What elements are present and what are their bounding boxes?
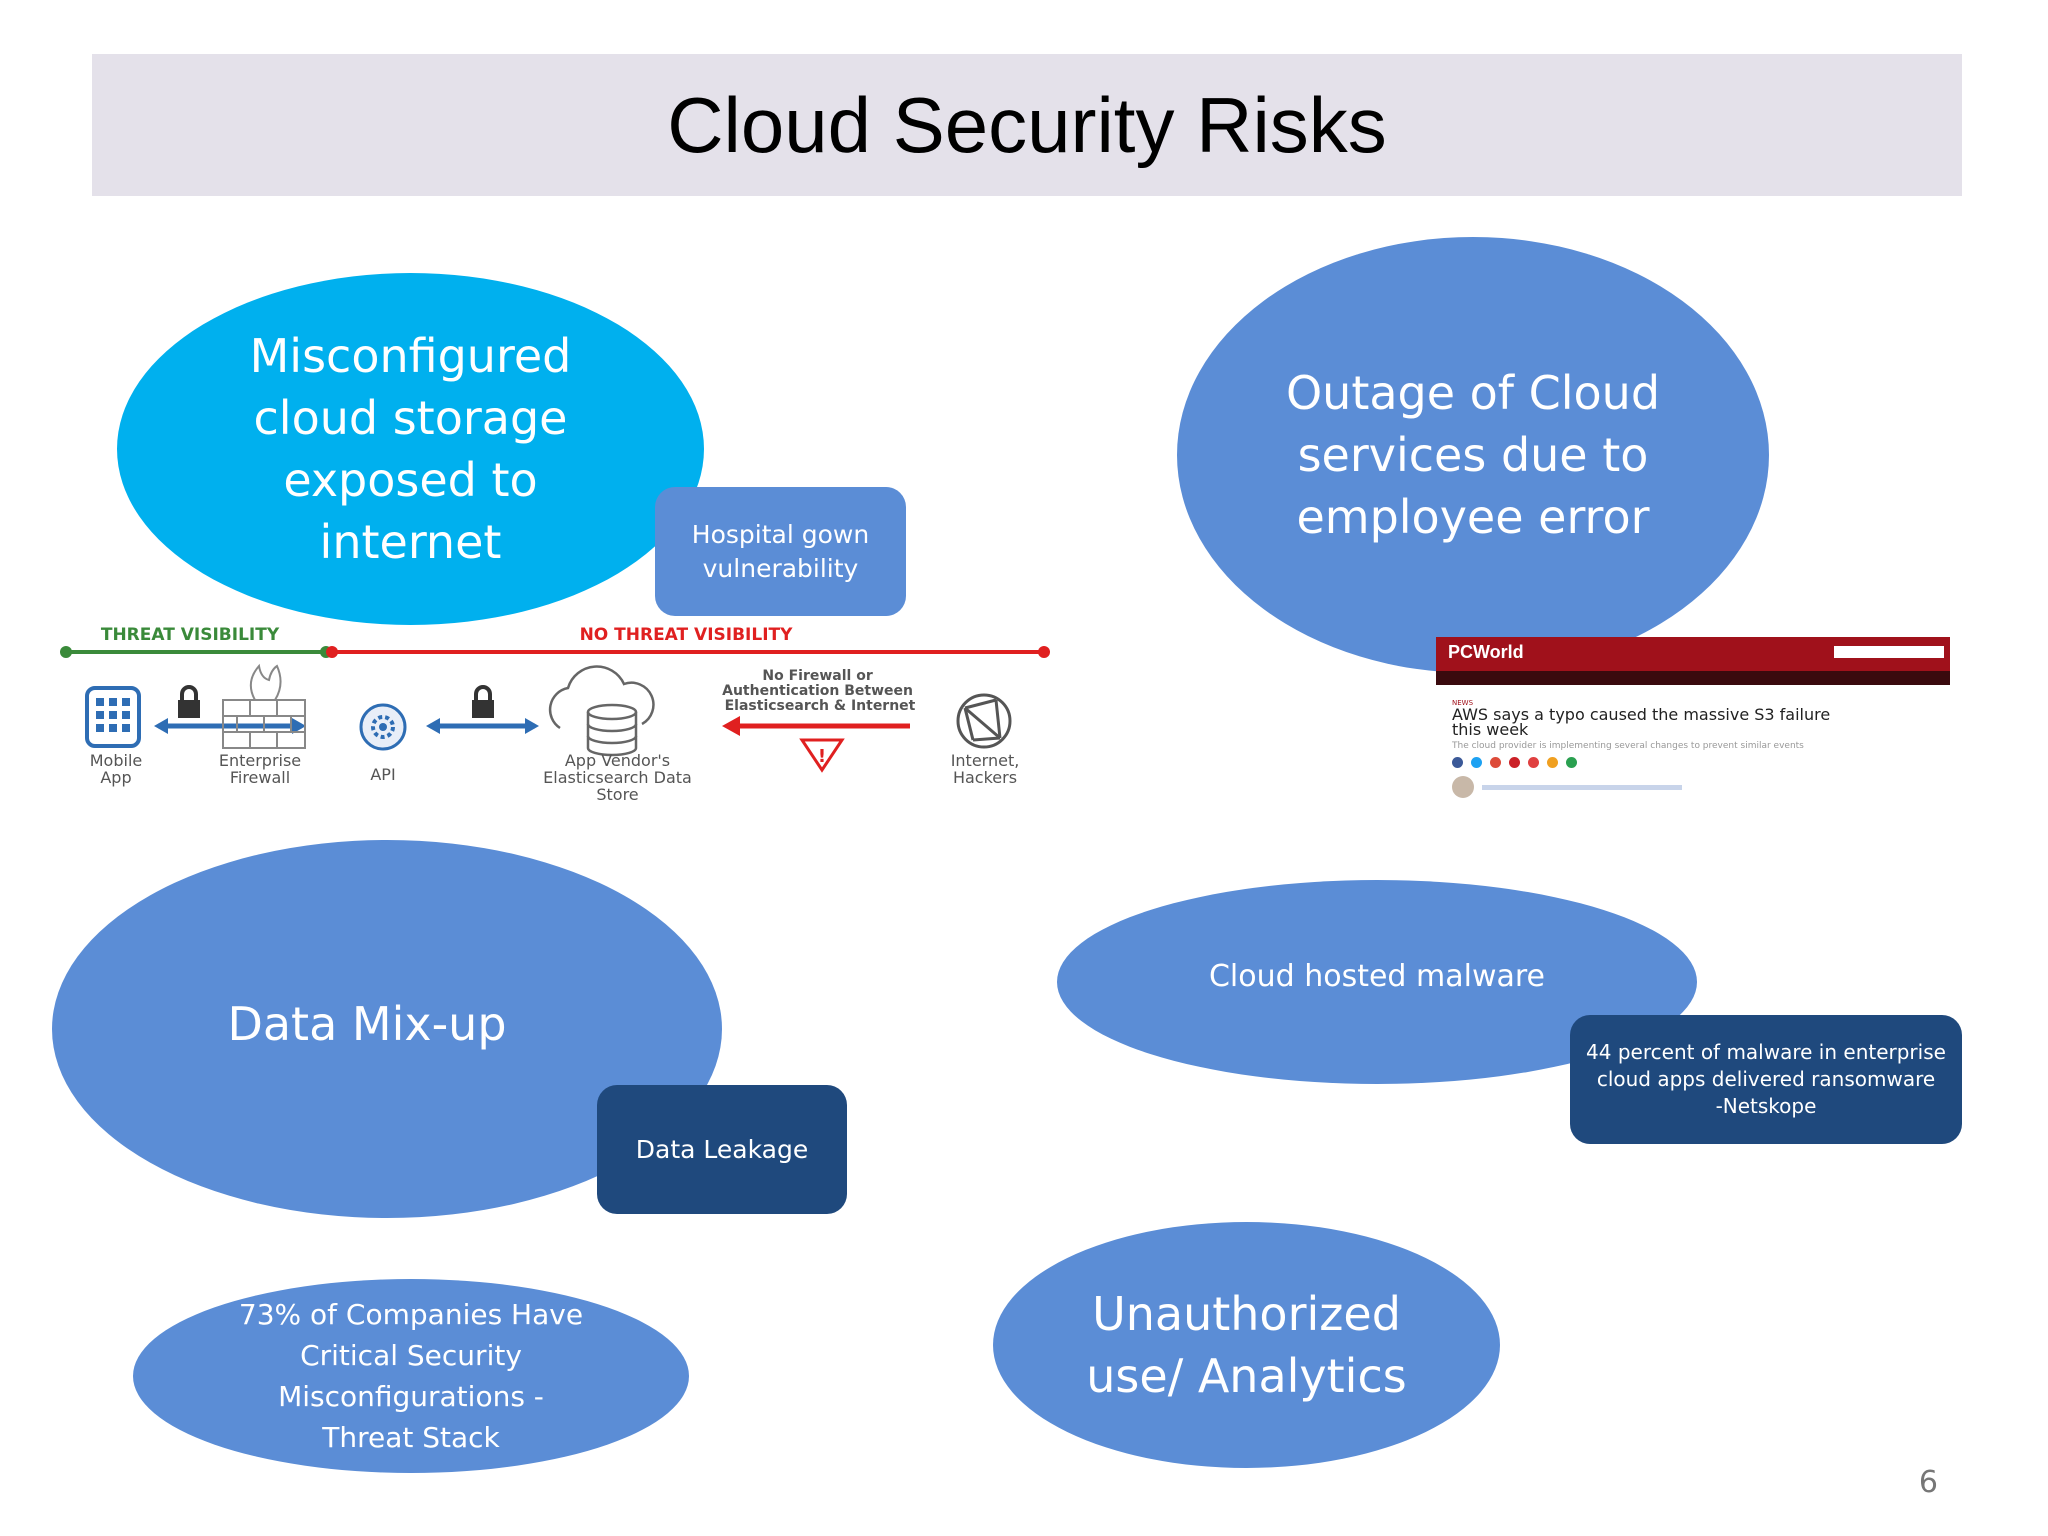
pinterest-icon (1509, 757, 1520, 768)
hospital-gown-box: Hospital gown vulnerability (655, 487, 906, 616)
threat-visibility-diagram: THREAT VISIBILITY NO THREAT VISIBILITY (60, 625, 1050, 773)
outage-oval: Outage of Cloud services due to employee… (1177, 237, 1769, 673)
author-row (1452, 776, 1950, 798)
pcworld-header: PCWorld (1436, 637, 1950, 671)
facebook-icon (1452, 757, 1463, 768)
article-section: NEWS (1452, 699, 1474, 707)
firewall-icon (222, 663, 306, 749)
node-label-mobile-app: Mobile App (89, 751, 143, 787)
node-label-api: API (370, 765, 396, 784)
pcworld-nav-bar (1436, 671, 1950, 685)
comment-icon (1547, 757, 1558, 768)
twitter-icon (1471, 757, 1482, 768)
malware-stat-box: 44 percent of malware in enterprise clou… (1570, 1015, 1962, 1144)
no-threat-visibility-label: NO THREAT VISIBILITY (580, 625, 794, 645)
red-line-start-dot (326, 646, 338, 658)
svg-text:!: ! (818, 746, 826, 767)
share-icon (1566, 757, 1577, 768)
node-label-internet: Internet, Hackers (950, 751, 1020, 787)
lock-arrow-1 (154, 685, 306, 734)
mobile-app-icon (85, 686, 141, 748)
article-headline: AWS says a typo caused the massive S3 fa… (1452, 705, 1831, 739)
social-icons-row (1452, 757, 1950, 768)
red-warning-arrow: ! (722, 716, 910, 773)
green-line-start-dot (60, 646, 72, 658)
api-gear-icon (359, 703, 407, 751)
misconfigured-storage-oval: Misconfigured cloud storage exposed to i… (117, 273, 704, 625)
page-number: 6 (1918, 1465, 1938, 1500)
warning-line-1: No Firewall or (762, 668, 872, 684)
red-line-end-dot (1038, 646, 1050, 658)
author-byline-placeholder (1482, 784, 1682, 790)
warning-text: No Firewall or Authentication Between El… (722, 668, 918, 714)
pcworld-search-box (1834, 646, 1944, 658)
data-leakage-box: Data Leakage (597, 1085, 847, 1214)
lock-arrow-2 (426, 685, 539, 734)
title-bar: Cloud Security Risks (92, 54, 1962, 196)
author-avatar (1452, 776, 1474, 798)
unauthorized-use-oval: Unauthorized use/ Analytics (993, 1222, 1500, 1468)
node-label-firewall: Enterprise Firewall (218, 751, 302, 787)
misconfig-stat-oval: 73% of Companies Have Critical Security … (133, 1279, 689, 1473)
email-icon (1528, 757, 1539, 768)
pcworld-logo: PCWorld (1448, 642, 1524, 662)
google-plus-icon (1490, 757, 1501, 768)
slide-title: Cloud Security Risks (667, 81, 1387, 169)
warning-line-2: Authentication Between (722, 683, 913, 699)
cloud-database-icon (548, 665, 655, 757)
node-label-data-store: App Vendor's Elasticsearch Data Store (543, 751, 692, 804)
threat-visibility-label: THREAT VISIBILITY (101, 625, 280, 645)
article-subhead: The cloud provider is implementing sever… (1452, 741, 1804, 751)
pcworld-article-screenshot: PCWorld NEWS AWS says a typo caused the … (1436, 637, 1950, 817)
internet-globe-icon (956, 693, 1012, 749)
warning-line-3: Elasticsearch & Internet (725, 698, 916, 714)
